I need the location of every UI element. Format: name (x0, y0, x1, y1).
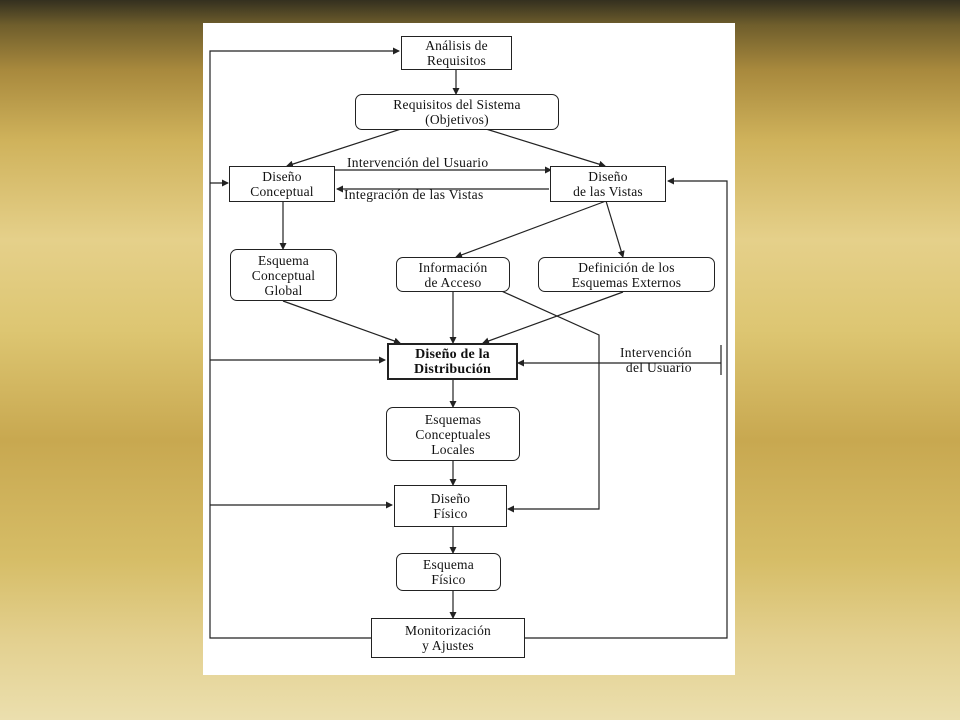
node-analisis-line1: Análisis de (425, 38, 488, 53)
label-intervencion-right-line1: Intervención (620, 345, 692, 360)
node-fisico-line1: Diseño (430, 491, 471, 506)
node-requisitos-line2: (Objetivos) (425, 112, 489, 127)
diagram-canvas: Análisis de Requisitos Requisitos del Si… (203, 23, 735, 675)
node-requisitos-line1: Requisitos del Sistema (393, 97, 521, 112)
node-esquema-fisico-line2: Físico (431, 572, 466, 587)
node-acceso-line2: de Acceso (424, 274, 482, 290)
edge-requisitos-conceptual (286, 128, 402, 168)
node-monitorizacion-ajustes: Monitorización y Ajustes (371, 618, 525, 658)
node-esquema-conceptual-global: Esquema Conceptual Global (230, 249, 337, 301)
node-monitorizacion-line1: Monitorización (404, 623, 492, 638)
node-acceso-line1: Información (418, 259, 488, 275)
node-locales-line3: Locales (431, 441, 475, 457)
node-monitorizacion-line2: y Ajustes (422, 638, 474, 653)
node-distribucion-line1: Diseño de la (415, 346, 490, 362)
node-esquema-global-line1: Esquema (258, 252, 309, 268)
edge-requisitos-vistas (485, 128, 606, 168)
node-distribucion-line2: Distribución (413, 361, 492, 377)
node-externos-line2: Esquemas Externos (571, 274, 682, 290)
node-esquema-fisico-line1: Esquema (423, 557, 474, 572)
node-diseno-vistas: Diseño de las Vistas (550, 166, 666, 202)
node-requisitos-sistema: Requisitos del Sistema (Objetivos) (355, 94, 559, 130)
node-diseno-fisico: Diseño Físico (394, 485, 507, 527)
connector-lines (209, 47, 728, 639)
node-locales-line1: Esquemas (424, 411, 482, 427)
feedback-left-loop (209, 47, 400, 639)
label-integracion-vistas: Integración de las Vistas (344, 187, 484, 202)
node-diseno-conceptual: Diseño Conceptual (229, 166, 335, 202)
label-intervencion-usuario: Intervención del Usuario (347, 155, 489, 170)
node-analisis-line2: Requisitos (426, 53, 486, 68)
node-esquemas-conceptuales-locales: Esquemas Conceptuales Locales (386, 407, 520, 461)
edge-externos-distribucion (482, 291, 624, 345)
node-fisico-line2: Físico (433, 506, 468, 521)
node-esquema-global-line3: Global (264, 282, 303, 298)
edge-vistas-externos (605, 200, 625, 258)
label-intervencion-right: Intervención del Usuario (620, 345, 692, 375)
feedback-right-loop (525, 177, 728, 639)
node-locales-line2: Conceptuales (415, 426, 491, 442)
label-intervencion-right-line2: del Usuario (625, 360, 692, 375)
node-conceptual-line2: Conceptual (250, 184, 314, 199)
node-diseno-distribucion: Diseño de la Distribución (387, 343, 518, 380)
node-externos-line1: Definición de los (578, 259, 675, 275)
node-esquema-global-line2: Conceptual (251, 267, 316, 283)
node-analisis-requisitos: Análisis de Requisitos (401, 36, 512, 70)
node-definicion-esquemas-externos: Definición de los Esquemas Externos (538, 257, 715, 292)
node-conceptual-line1: Diseño (262, 169, 302, 184)
node-informacion-acceso: Información de Acceso (396, 257, 510, 292)
edge-acceso-fisico (496, 288, 600, 513)
node-vistas-line1: Diseño (588, 169, 628, 184)
node-vistas-line2: de las Vistas (573, 184, 643, 199)
edge-esquema-distribucion (282, 300, 401, 345)
edge-vistas-acceso (455, 200, 607, 259)
node-esquema-fisico: Esquema Físico (396, 553, 501, 591)
